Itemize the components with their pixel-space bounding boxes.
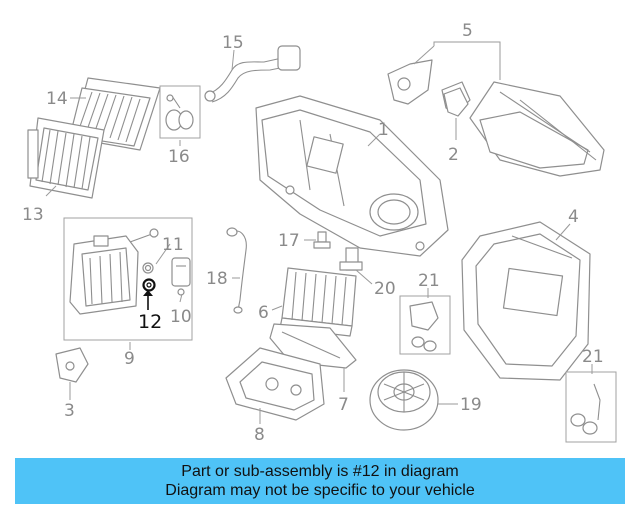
part-13-evaporator[interactable] xyxy=(27,117,105,199)
callout-11: 11 xyxy=(162,235,184,255)
callout-9: 9 xyxy=(124,349,135,369)
callout-12-highlighted: 12 xyxy=(138,311,162,333)
callout-10: 10 xyxy=(170,307,192,327)
part-8-lower-cover[interactable] xyxy=(225,347,325,421)
part-air-duct[interactable] xyxy=(469,81,605,177)
callout-21-a: 21 xyxy=(418,271,440,291)
part-21-box-a xyxy=(399,295,451,355)
part-21-box-b xyxy=(565,371,617,443)
part-21-actuator-b[interactable] xyxy=(570,383,601,435)
part-9-box xyxy=(63,217,193,341)
vehicle-fit-banner: Part or sub-assembly is #12 in diagram D… xyxy=(15,458,625,504)
callout-6: 6 xyxy=(258,303,269,323)
part-21-actuator-a[interactable] xyxy=(409,301,439,352)
part-15-pipe[interactable] xyxy=(204,45,301,103)
callout-7: 7 xyxy=(338,395,349,415)
part-3-sensor[interactable] xyxy=(55,347,89,383)
banner-line-part-number: Part or sub-assembly is #12 in diagram xyxy=(181,463,459,480)
part-12-o-ring-highlighted[interactable] xyxy=(142,278,156,311)
callout-18: 18 xyxy=(206,269,228,289)
part-17-bolt[interactable] xyxy=(313,231,331,249)
part-bolt[interactable] xyxy=(129,228,159,243)
callout-8: 8 xyxy=(254,425,265,445)
part-11-o-ring[interactable] xyxy=(142,262,154,274)
part-1-heater-housing[interactable] xyxy=(255,95,449,257)
callout-5: 5 xyxy=(462,21,473,41)
part-10-expansion-valve[interactable] xyxy=(171,257,191,296)
callout-13: 13 xyxy=(22,205,44,225)
leader-lines xyxy=(45,41,593,424)
callout-3: 3 xyxy=(64,401,75,421)
callout-21-b: 21 xyxy=(582,347,604,367)
callout-15: 15 xyxy=(222,33,244,53)
part-18-drain-hose[interactable] xyxy=(226,227,247,314)
callout-20: 20 xyxy=(374,279,396,299)
part-20-blower-resistor[interactable] xyxy=(339,247,363,271)
part-4-distribution-housing[interactable] xyxy=(461,221,591,381)
callout-16: 16 xyxy=(168,147,190,167)
callout-17: 17 xyxy=(278,231,300,251)
callout-1: 1 xyxy=(378,120,389,140)
part-9-heater-unit[interactable] xyxy=(69,235,139,315)
banner-line-disclaimer: Diagram may not be specific to your vehi… xyxy=(165,482,475,499)
callout-2: 2 xyxy=(448,145,459,165)
part-2-actuator[interactable] xyxy=(443,87,469,117)
part-19-blower-motor[interactable] xyxy=(369,369,439,431)
callout-14: 14 xyxy=(46,89,68,109)
callout-19: 19 xyxy=(460,395,482,415)
part-16-seal-kit[interactable] xyxy=(159,85,201,139)
callout-4: 4 xyxy=(568,207,579,227)
